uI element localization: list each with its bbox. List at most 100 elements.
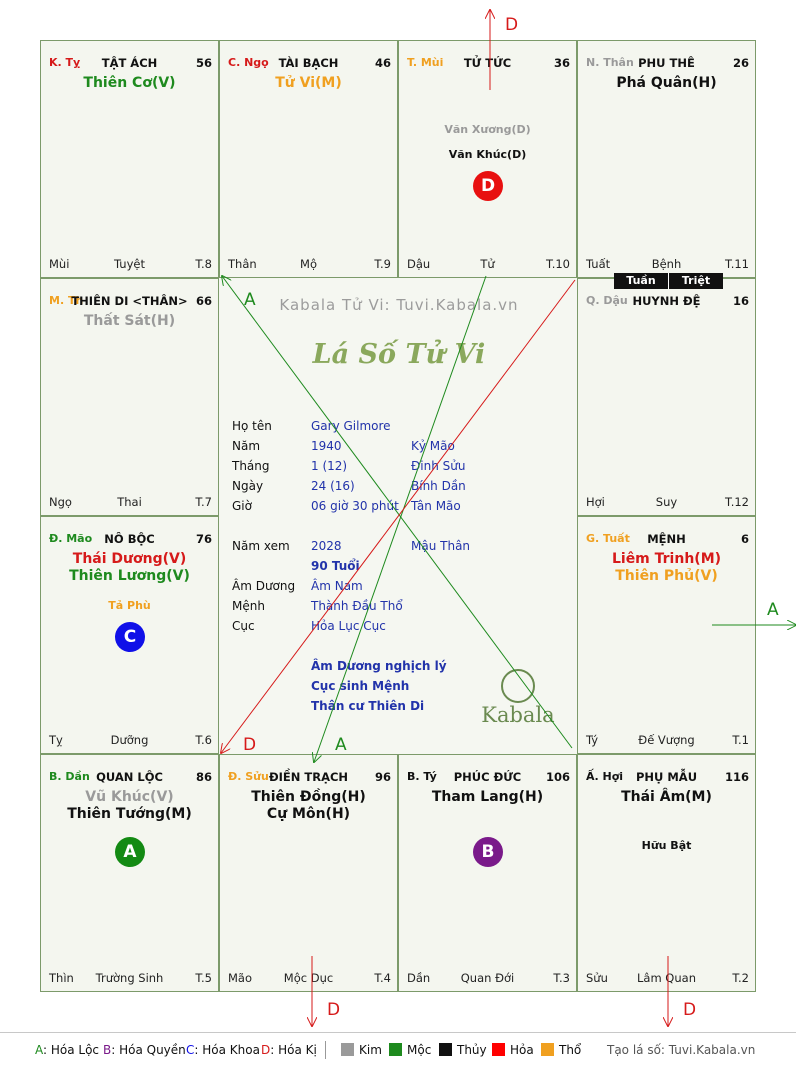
palace-month: T.12 [725,495,749,509]
chart-note: Thân cư Thiên Di [311,699,425,713]
palace-name: QUAN LỘC [96,770,163,784]
palace-branch: K. Tỵ [49,56,81,69]
legend-kim: Kim [341,1043,382,1057]
legend-credit: Tạo lá số: Tuvi.Kabala.vn [607,1043,756,1057]
palace-branch: M. Th [49,294,84,307]
palace-name: THIÊN DI <THÂN> [71,294,188,308]
arrow-a-label-3: A [767,600,779,620]
palace-branch-bottom: Sửu [586,971,608,985]
watermark: Kabala Tử Vi: Tuvi.Kabala.vn [279,296,519,314]
info-value: 1 (12) [311,459,348,473]
legend-bar: A: Hóa Lộc B: Hóa Quyền C: Hóa Khoa D: H… [0,1032,796,1071]
legend-c: C: Hóa Khoa [186,1043,260,1057]
palace-number: 36 [553,56,570,70]
palace-branch-bottom: Mùi [49,257,70,271]
kabala-logo: Kabala [478,669,558,727]
palace-number: 86 [195,770,212,784]
palace-stage: Tuyệt [114,257,145,271]
info-label: Tháng [232,459,270,473]
palace-branch: N. Thân [586,56,634,69]
info-value: 24 (16) [311,479,355,493]
palace-name: PHÚC ĐỨC [453,770,522,784]
palace-number: 116 [724,770,749,784]
arrow-d-label-1: D [505,15,518,35]
palace-month: T.5 [195,971,212,985]
chart-note: Âm Dương nghịch lý [311,659,447,673]
palace-branch-bottom: Ngọ [49,495,72,509]
legend-divider [325,1041,326,1059]
info-label: Năm xem [232,539,290,553]
major-star: Thiên Phủ(V) [615,568,718,584]
major-star: Liêm Trinh(M) [611,551,722,567]
info-label: Mệnh [232,599,265,613]
arrow-d-label-3: D [327,1000,340,1020]
major-star: Thiên Tướng(M) [67,806,192,822]
major-star: Tử Vi(M) [275,75,342,91]
palace-month: T.7 [195,495,212,509]
palace-branch-bottom: Tuất [586,257,611,271]
palace-month: T.2 [732,971,749,985]
transformation-marker: C [115,622,145,652]
palace-branch: Đ. Sửu [228,770,269,783]
info-value: Hỏa Lục Cục [311,619,386,633]
palace-branch-bottom: Mão [228,971,253,985]
major-stars: Thiên Đồng(H)Cự Môn(H) [220,789,397,823]
transformation-marker: D [473,171,503,201]
info-value: Thành Đầu Thổ [311,599,403,613]
palace-month: T.3 [553,971,570,985]
tree-icon [501,669,535,703]
major-stars: Vũ Khúc(V)Thiên Tướng(M) [41,789,218,823]
major-stars: Phá Quân(H) [578,75,755,92]
palace-branch: T. Mùi [407,56,444,69]
palace-month: T.11 [725,257,749,271]
palace-month: T.6 [195,733,212,747]
major-star: Vũ Khúc(V) [85,789,174,805]
major-stars: Thiên Cơ(V) [41,75,218,92]
palace-branch: B. Tý [407,770,437,783]
legend-a: A: Hóa Lộc [35,1043,100,1057]
palace-month: T.4 [374,971,391,985]
palace-branch-bottom: Dần [407,971,431,985]
palace-branch-bottom: Tỵ [49,733,63,747]
info-value-lunar: Mậu Thân [411,539,471,553]
palace-branch: Ấ. Hợi [586,770,624,783]
triet-label: Triệt [668,273,723,289]
palace-stage: Trường Sinh [95,971,164,985]
palace-stage: Thai [117,495,142,509]
major-star: Thiên Đồng(H) [251,789,366,805]
info-label: Giờ [232,499,252,513]
palace-number: 46 [374,56,391,70]
info-value: Âm Nam [311,579,363,593]
info-label: Âm Dương [232,579,296,593]
info-value-lunar: Tân Mão [411,499,461,513]
center-panel: Kabala Tử Vi: Tuvi.Kabala.vn Lá Số Tử Vi… [220,279,578,756]
palace-stage: Tử [480,257,495,271]
palace-branch: C. Ngọ [228,56,269,69]
arrow-d-label-4: D [683,1000,696,1020]
palace-branch: Đ. Mão [49,532,93,545]
info-value-lunar: Bính Dần [411,479,466,493]
major-star: Thái Âm(M) [621,789,712,805]
palace-stage: Đế Vượng [638,733,695,747]
palace-number: 16 [732,294,749,308]
transformation-marker: A [115,837,145,867]
palace-branch: G. Tuất [586,532,630,545]
palace-name: ĐIỀN TRẠCH [268,770,349,784]
transformation-marker: B [473,837,503,867]
palace-number: 26 [732,56,749,70]
legend-tho: Thổ [541,1043,581,1057]
legend-thuy: Thủy [439,1043,487,1057]
major-stars: Thái Âm(M) [578,789,755,806]
info-value: Gary Gilmore [311,419,391,433]
